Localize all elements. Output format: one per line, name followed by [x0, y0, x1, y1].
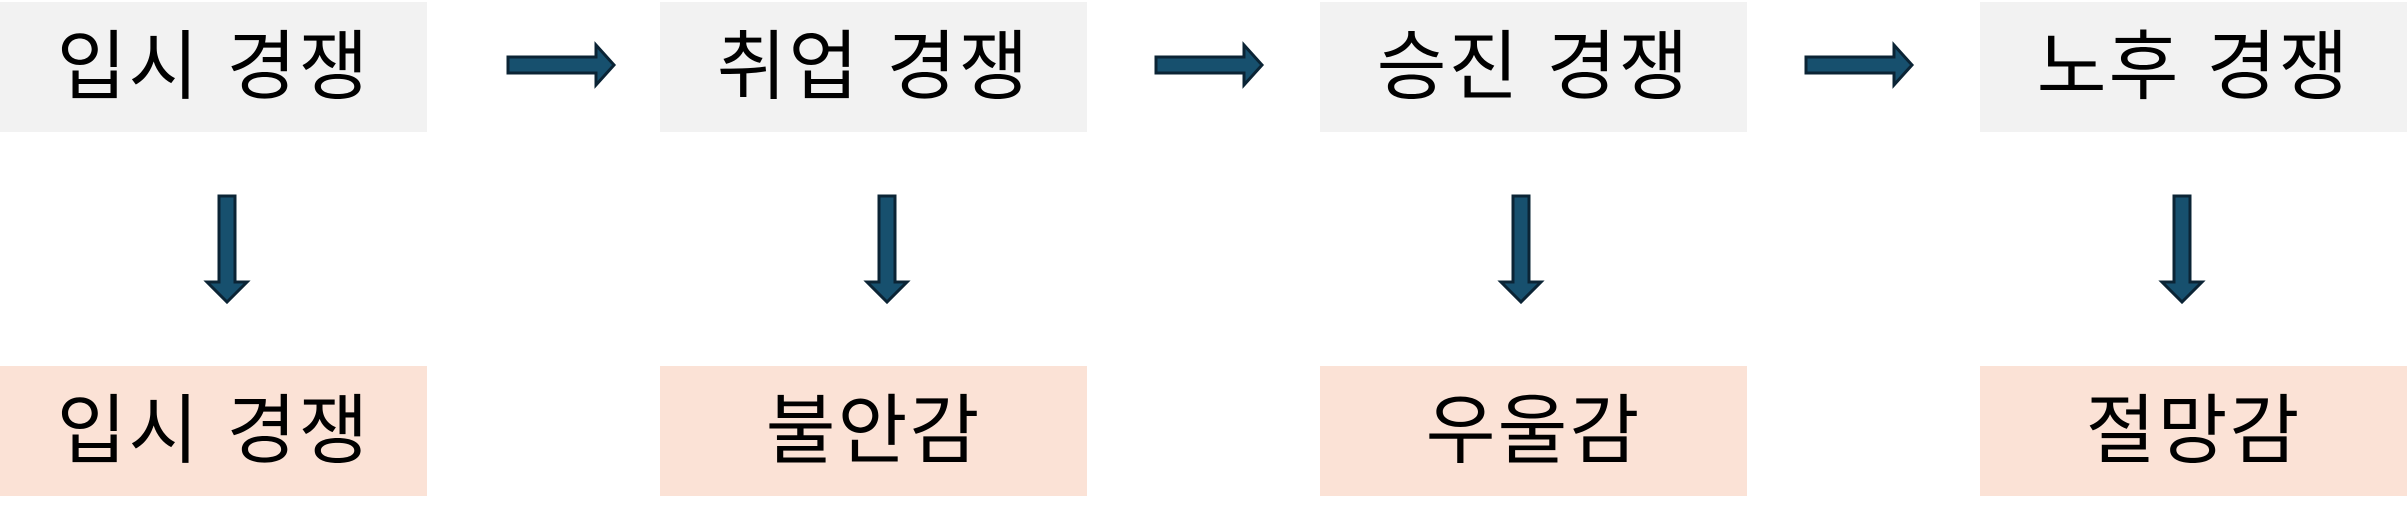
right-arrow-icon — [506, 41, 617, 89]
right-arrow-icon — [1154, 41, 1265, 89]
down-arrow-icon — [2158, 194, 2206, 305]
feeling-label: 우울감 — [1425, 386, 1642, 475]
stage-box-promotion: 승진 경쟁 — [1320, 2, 1747, 132]
feeling-box-1: 입시 경쟁 — [0, 366, 427, 496]
feeling-label: 불안감 — [765, 386, 982, 475]
stage-label: 승진 경쟁 — [1376, 22, 1691, 111]
feeling-label: 절망감 — [2085, 386, 2302, 475]
stage-label: 취업 경쟁 — [716, 22, 1031, 111]
stage-box-entrance-exam: 입시 경쟁 — [0, 2, 427, 132]
right-arrow-icon — [1804, 41, 1915, 89]
down-arrow-icon — [863, 194, 911, 305]
down-arrow-icon — [1497, 194, 1545, 305]
stage-label: 노후 경쟁 — [2036, 22, 2351, 111]
feeling-box-anxiety: 불안감 — [660, 366, 1087, 496]
feeling-box-depression: 우울감 — [1320, 366, 1747, 496]
stage-box-retirement: 노후 경쟁 — [1980, 2, 2407, 132]
feeling-label: 입시 경쟁 — [56, 386, 371, 475]
stage-box-employment: 취업 경쟁 — [660, 2, 1087, 132]
stage-label: 입시 경쟁 — [56, 22, 371, 111]
feeling-box-despair: 절망감 — [1980, 366, 2407, 496]
down-arrow-icon — [203, 194, 251, 305]
